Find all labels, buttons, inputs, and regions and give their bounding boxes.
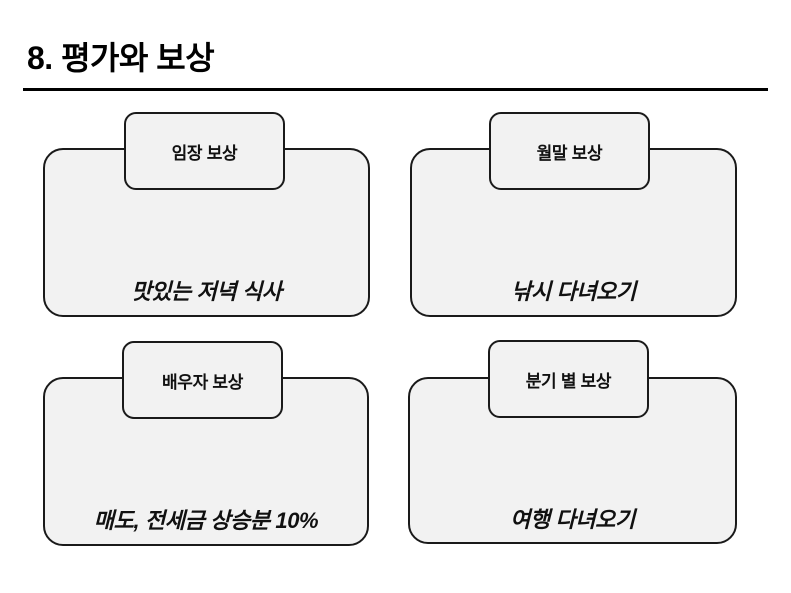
reward-card-header-badge: 배우자 보상 <box>122 341 283 419</box>
reward-card-body: 맛있는 저녁 식사 <box>131 279 282 304</box>
title-divider <box>23 88 768 91</box>
reward-card-body: 낚시 다녀오기 <box>511 279 636 304</box>
reward-card-header-label: 임장 보상 <box>171 143 238 163</box>
reward-card-header-label: 배우자 보상 <box>161 372 244 392</box>
reward-card-header-badge: 임장 보상 <box>124 112 285 190</box>
reward-card-header-badge: 분기 별 보상 <box>488 340 649 418</box>
reward-card-body: 매도, 전세금 상승분 10% <box>93 508 319 533</box>
reward-card-header-label: 분기 별 보상 <box>525 371 612 391</box>
reward-card-header-badge: 월말 보상 <box>489 112 650 190</box>
reward-card-header-label: 월말 보상 <box>536 143 603 163</box>
reward-card-body: 여행 다녀오기 <box>510 507 635 532</box>
page-title: 8. 평가와 보상 <box>27 40 215 76</box>
